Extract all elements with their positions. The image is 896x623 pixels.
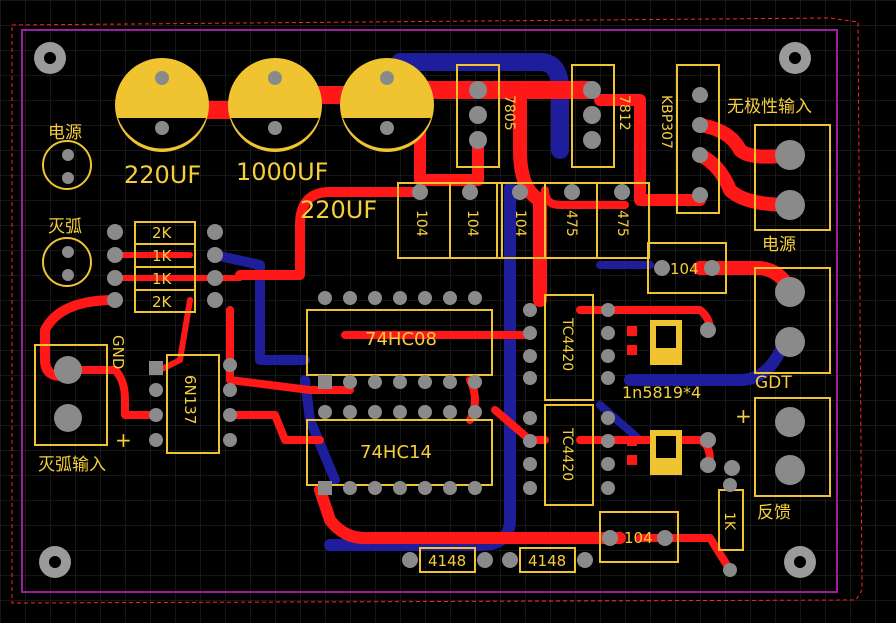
- component-outlines: [34, 64, 831, 573]
- label-r3: 1K: [152, 270, 173, 288]
- label-ic-inv: 74HC14: [360, 442, 432, 463]
- label-diodes: 1n5819*4: [622, 383, 701, 402]
- board-outline: [21, 29, 838, 593]
- label-cap2: 1000UF: [236, 158, 328, 186]
- label-cap3: 220UF: [300, 196, 377, 224]
- label-driver2: TC4420: [559, 427, 575, 481]
- label-plus-1: +: [115, 428, 132, 452]
- label-c104-3: 104: [512, 210, 528, 237]
- label-r4: 2K: [152, 293, 173, 311]
- label-gnd: GND: [109, 335, 127, 369]
- label-driver1: TC4420: [559, 317, 575, 371]
- label-power-right: 电源: [762, 235, 796, 255]
- label-reg2: 7812: [616, 95, 632, 131]
- label-d1: 4148: [428, 552, 466, 570]
- label-opto: 6N137: [181, 375, 199, 424]
- label-r1: 2K: [152, 224, 173, 242]
- label-reg1: 7805: [501, 95, 517, 131]
- label-c104-1: 104: [413, 210, 429, 237]
- label-c104-4: 104: [670, 260, 699, 278]
- led-outlines: [42, 140, 92, 287]
- label-r2: 1K: [152, 247, 173, 265]
- label-arc-left: 灭弧: [48, 217, 82, 237]
- label-c475-2: 475: [614, 210, 630, 237]
- label-gdt: GDT: [755, 373, 792, 393]
- label-c475-1: 475: [563, 210, 579, 237]
- electrolytic-caps: [115, 58, 434, 152]
- label-cap1: 220UF: [124, 161, 201, 189]
- label-plus-2: +: [735, 404, 752, 428]
- label-arc-input: 灭弧输入: [38, 455, 106, 475]
- silkscreen-labels: 220UF 1000UF 220UF 电源 灭弧 2K 1K 1K 2K GND…: [38, 95, 812, 570]
- label-r1k: 1K: [721, 512, 737, 531]
- label-c104-5: 104: [624, 529, 653, 547]
- label-ic-and: 74HC08: [365, 329, 437, 350]
- label-power-left: 电源: [48, 123, 82, 143]
- label-d2: 4148: [528, 552, 566, 570]
- label-c104-2: 104: [464, 210, 480, 237]
- label-feedback: 反馈: [757, 503, 791, 523]
- label-bridge: KBP307: [658, 95, 674, 149]
- pads: [54, 81, 805, 577]
- label-nonpolar-input: 无极性输入: [727, 97, 812, 117]
- resistor-block: [134, 221, 196, 313]
- keepout-outline: [11, 17, 863, 604]
